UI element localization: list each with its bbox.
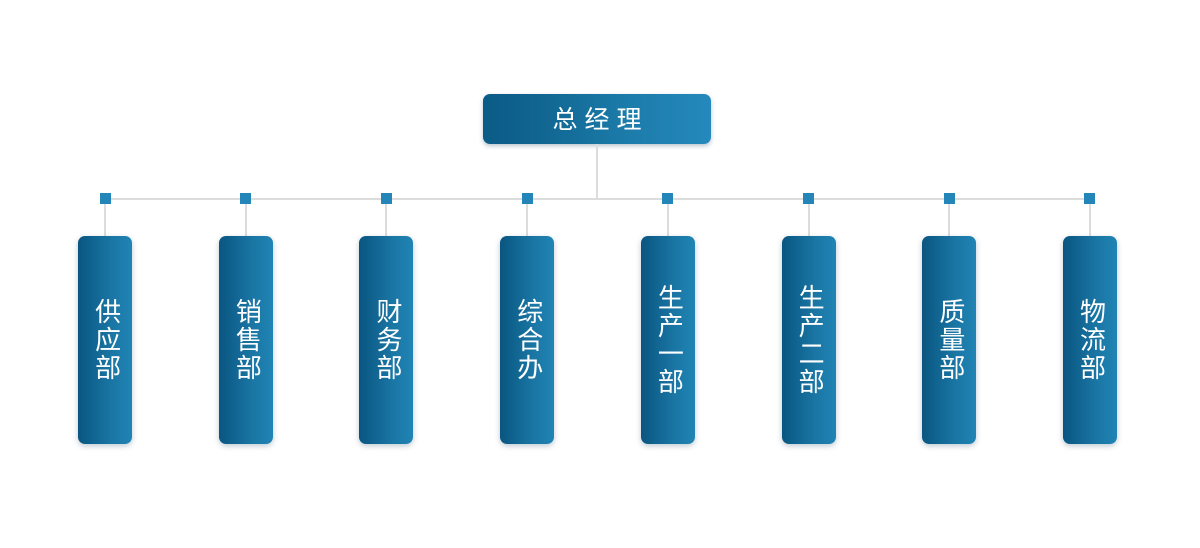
org-node-department[interactable]: 物流部 xyxy=(1062,236,1117,444)
org-node-department[interactable]: 供应部 xyxy=(78,236,132,444)
org-node-department[interactable]: 综合办 xyxy=(500,236,555,444)
branch-marker-6 xyxy=(943,193,955,204)
org-node-department-label: 生产二部 xyxy=(794,284,825,396)
org-node-department[interactable]: 生产二部 xyxy=(781,236,836,444)
org-node-department-label: 物流部 xyxy=(1075,298,1106,382)
branch-marker-1 xyxy=(240,193,252,204)
org-node-department[interactable]: 销售部 xyxy=(218,236,273,444)
branch-marker-2 xyxy=(380,193,392,204)
branch-marker-5 xyxy=(803,193,814,204)
branch-marker-0 xyxy=(99,193,111,204)
org-node-department-label: 生产一部 xyxy=(653,284,684,396)
connector-drop-1 xyxy=(244,204,247,236)
org-node-root[interactable]: 总经理 xyxy=(483,94,711,144)
org-node-department-label: 质量部 xyxy=(934,298,965,382)
org-node-department[interactable]: 财务部 xyxy=(359,236,414,444)
connector-drop-0 xyxy=(104,204,106,236)
branch-marker-3 xyxy=(521,193,533,204)
connector-trunk xyxy=(596,144,598,199)
branch-marker-4 xyxy=(662,193,674,204)
connector-drop-4 xyxy=(666,204,669,236)
connector-drop-3 xyxy=(526,204,529,236)
connector-drop-5 xyxy=(807,204,810,236)
org-node-department-label: 综合办 xyxy=(512,298,543,382)
org-node-department-label: 财务部 xyxy=(372,298,403,382)
org-node-department[interactable]: 生产一部 xyxy=(640,236,695,444)
org-node-root-label: 总经理 xyxy=(552,104,649,134)
connector-bus xyxy=(100,198,1090,200)
branch-marker-7 xyxy=(1084,193,1096,204)
org-node-department-label: 销售部 xyxy=(231,298,262,382)
connector-drop-7 xyxy=(1088,204,1091,236)
org-node-department[interactable]: 质量部 xyxy=(922,236,977,444)
org-node-department-label: 供应部 xyxy=(90,298,121,382)
connector-drop-2 xyxy=(385,204,388,236)
connector-drop-6 xyxy=(948,204,951,236)
